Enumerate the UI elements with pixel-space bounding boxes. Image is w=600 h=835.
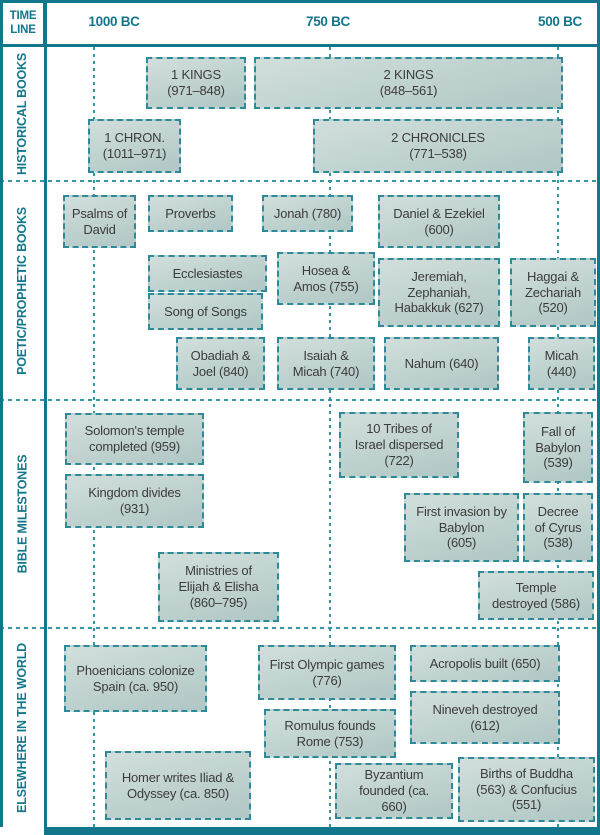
box-jeremiah-zephaniah-habakkuk: Jeremiah, Zephaniah, Habakkuk (627) — [378, 258, 500, 327]
box-acropolis-built: Acropolis built (650) — [410, 645, 560, 682]
box-hosea-amos: Hosea & Amos (755) — [277, 252, 375, 305]
box-10-tribes-dispersed: 10 Tribes of Israel dispersed (722) — [339, 412, 459, 478]
box-haggai-zechariah: Haggai & Zechariah (520) — [510, 258, 596, 327]
frame-left-line — [0, 0, 3, 827]
box-micah: Micah (440) — [528, 337, 595, 390]
sidebar-label-elsewhere-in-the-world: ELSEWHERE IN THE WORLD — [15, 643, 29, 813]
box-kingdom-divides: Kingdom divides (931) — [65, 474, 204, 528]
box-temple-destroyed: Temple destroyed (586) — [478, 571, 594, 620]
box-fall-of-babylon: Fall of Babylon (539) — [523, 412, 593, 483]
header-bottom-line — [0, 44, 600, 47]
box-daniel-ezekiel: Daniel & Ezekiel (600) — [378, 195, 500, 248]
sidebar-section-historical-books: HISTORICAL BOOKS — [0, 47, 44, 180]
sidebar-label-historical-books: HISTORICAL BOOKS — [15, 52, 30, 175]
box-isaiah-micah: Isaiah & Micah (740) — [277, 337, 375, 390]
frame-right-line — [597, 0, 600, 835]
sidebar-section-elsewhere-in-the-world: ELSEWHERE IN THE WORLD — [0, 629, 44, 827]
box-decree-of-cyrus: Decree of Cyrus (538) — [523, 493, 593, 562]
sidebar-section-poetic-prophetic-books: POETIC/PROPHETIC BOOKS — [0, 182, 44, 399]
box-proverbs: Proverbs — [148, 195, 233, 232]
axis-date-1000bc: 1000 BC — [88, 14, 140, 29]
timeline-corner-label: TIME LINE — [0, 0, 46, 47]
box-2-kings: 2 KINGS (848–561) — [254, 57, 563, 109]
box-song-of-songs: Song of Songs — [148, 293, 263, 330]
box-romulus-rome: Romulus founds Rome (753) — [264, 709, 396, 758]
section-separator-2 — [0, 399, 597, 401]
box-2-chronicles: 2 CHRONICLES (771–538) — [313, 119, 563, 173]
section-separator-1 — [0, 180, 597, 182]
box-homer-iliad-odyssey: Homer writes Iliad & Odyssey (ca. 850) — [105, 751, 251, 820]
box-psalms-of-david: Psalms of David — [63, 195, 136, 248]
box-1-chronicles: 1 CHRON. (1011–971) — [88, 119, 181, 173]
box-births-buddha-confucius: Births of Buddha (563) & Confucius (551) — [458, 757, 595, 822]
box-jonah: Jonah (780) — [262, 195, 353, 232]
box-phoenicians-spain: Phoenicians colonize Spain (ca. 950) — [64, 645, 207, 712]
gridline-750bc — [329, 47, 331, 827]
box-obadiah-joel: Obadiah & Joel (840) — [176, 337, 265, 390]
box-first-invasion-babylon: First invasion by Babylon (605) — [404, 493, 519, 562]
box-byzantium-founded: Byzantium founded (ca. 660) — [335, 763, 453, 819]
box-ministries-elijah-elisha: Ministries of Elijah & Elisha (860–795) — [158, 552, 279, 622]
axis-date-750bc: 750 BC — [306, 14, 350, 29]
sidebar-section-bible-milestones: BIBLE MILESTONES — [0, 401, 44, 627]
box-solomons-temple: Solomon's temple completed (959) — [65, 413, 204, 465]
box-nahum: Nahum (640) — [384, 337, 499, 390]
box-first-olympic-games: First Olympic games (776) — [258, 645, 396, 700]
box-1-kings: 1 KINGS (971–848) — [146, 57, 246, 109]
frame-top-line — [0, 0, 600, 3]
bottom-bar — [44, 827, 600, 835]
box-nineveh-destroyed: Nineveh destroyed (612) — [410, 691, 560, 744]
sidebar-label-poetic-prophetic-books: POETIC/PROPHETIC BOOKS — [15, 206, 29, 375]
sidebar-label-bible-milestones: BIBLE MILESTONES — [15, 454, 29, 574]
section-separator-3 — [0, 627, 597, 629]
axis-date-500bc: 500 BC — [538, 14, 582, 29]
box-ecclesiastes: Ecclesiastes — [148, 255, 267, 292]
sidebar-divider-line — [44, 0, 47, 827]
